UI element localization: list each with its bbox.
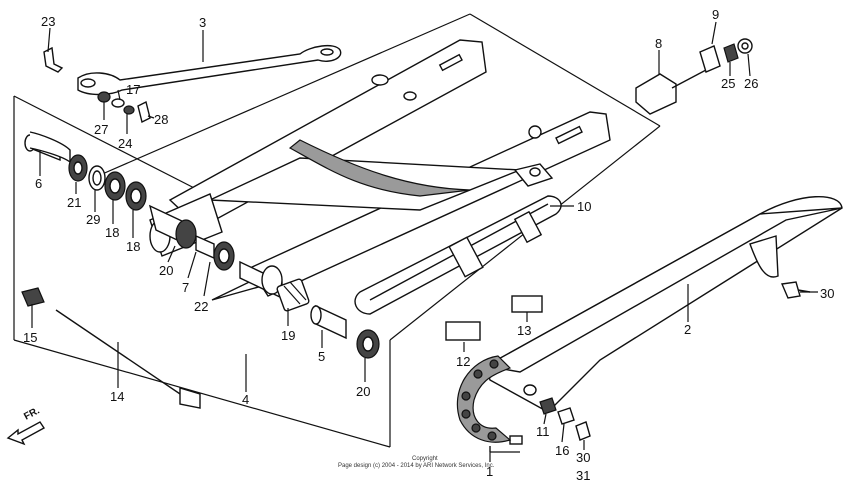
- callout-9: 9: [712, 7, 719, 22]
- callout-8: 8: [655, 36, 662, 51]
- callout-18b: 18: [126, 239, 140, 254]
- copyright-line-1: Copyright: [412, 456, 438, 462]
- chain-case-hardware: [539, 281, 811, 441]
- pivot-parts-center: [148, 204, 235, 271]
- callout-22: 22: [194, 299, 208, 314]
- callout-1: 1: [486, 464, 493, 479]
- callout-26: 26: [744, 76, 758, 91]
- callout-24: 24: [118, 136, 132, 151]
- callout-4: 4: [242, 392, 249, 407]
- copyright-notice: Copyright Page design (c) 2004 - 2014 by…: [338, 456, 495, 469]
- front-label: FR.: [22, 405, 42, 422]
- callout-10: 10: [577, 199, 591, 214]
- callout-21: 21: [67, 195, 81, 210]
- callout-29: 29: [86, 212, 100, 227]
- chain-case: [483, 195, 843, 413]
- callout-16: 16: [555, 443, 569, 458]
- callout-3: 3: [199, 15, 206, 30]
- callout-13: 13: [517, 323, 531, 338]
- pivot-bolt: [21, 287, 201, 409]
- leader-lines: [31, 21, 818, 462]
- callout-30a: 30: [820, 286, 834, 301]
- callout-11: 11: [536, 424, 550, 439]
- torque-link: [77, 44, 342, 96]
- callout-14: 14: [110, 389, 124, 404]
- bolt-23: [43, 46, 64, 73]
- callout-25: 25: [721, 76, 735, 91]
- callout-7: 7: [182, 280, 189, 295]
- callout-12: 12: [456, 354, 470, 369]
- callout-19: 19: [281, 328, 295, 343]
- callout-5: 5: [318, 349, 325, 364]
- callout-20b: 20: [356, 384, 370, 399]
- callout-labels: 23 3 17 27 24 28 6 21 29 18 18 20 7 22 1…: [23, 7, 834, 483]
- pivot-parts-left: [24, 131, 147, 211]
- callout-30b: 30: [576, 450, 590, 465]
- copyright-line-2: Page design (c) 2004 - 2014 by ARI Netwo…: [338, 463, 495, 469]
- callout-23: 23: [41, 14, 55, 29]
- torque-link-hardware: [97, 91, 151, 124]
- pivot-parts-right: [239, 260, 380, 359]
- callout-31: 31: [576, 468, 590, 483]
- callout-27: 27: [94, 122, 108, 137]
- callout-6: 6: [35, 176, 42, 191]
- callout-15: 15: [23, 330, 37, 345]
- swingarm-frame: [149, 39, 611, 301]
- chain-slider: [354, 195, 562, 315]
- front-direction-indicator: FR.: [6, 405, 46, 446]
- callout-20a: 20: [159, 263, 173, 278]
- callout-28: 28: [154, 112, 168, 127]
- chain-adjuster: [635, 38, 753, 115]
- drive-chain: [456, 355, 512, 443]
- callout-2: 2: [684, 322, 691, 337]
- callout-18a: 18: [105, 225, 119, 240]
- callout-17: 17: [126, 82, 140, 97]
